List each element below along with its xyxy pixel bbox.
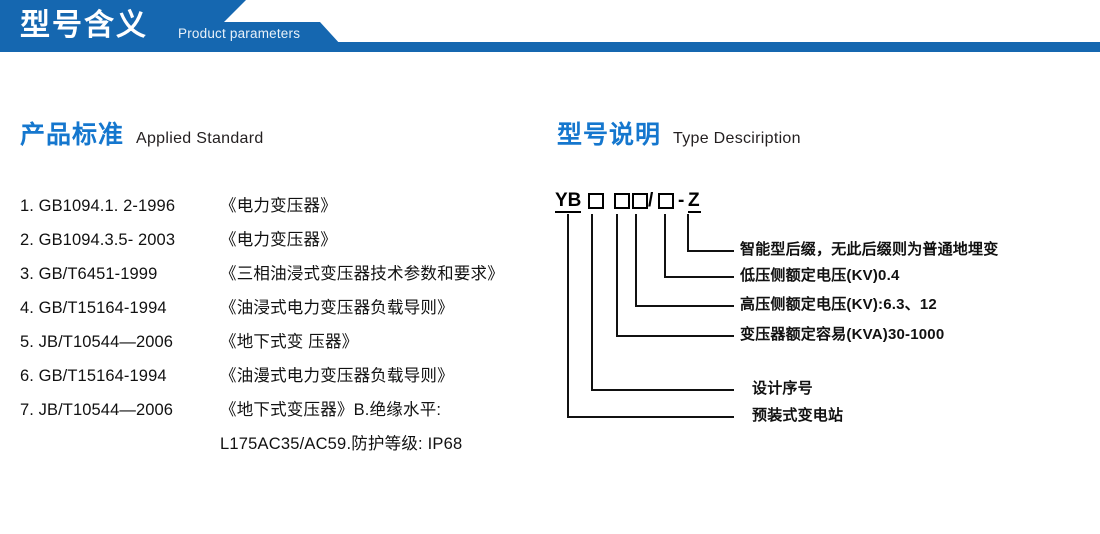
model-code-placeholder-box [614, 193, 630, 209]
header-title-en: Product parameters [178, 26, 301, 41]
callout-leader-lines [555, 211, 734, 418]
standard-title: 《油漫式电力变压器负载导则》 [220, 367, 454, 385]
callout-label: 设计序号 [752, 380, 813, 397]
callout-label: 低压侧额定电压(KV)0.4 [740, 267, 900, 284]
standard-code: 3. GB/T6451-1999 [20, 265, 158, 283]
standard-code: 6. GB/T15164-1994 [20, 367, 167, 385]
standard-title: 《地下式变 压器》 [220, 333, 359, 351]
standard-code: 5. JB/T10544—2006 [20, 333, 174, 351]
standard-code: 4. GB/T15164-1994 [20, 299, 167, 317]
standards-heading: 产品标准 Applied Standard [20, 115, 264, 151]
callout-leader [687, 214, 734, 252]
callout-leader [567, 214, 734, 418]
callout-leader [664, 214, 734, 278]
type-description-heading: 型号说明 Type Desciription [557, 115, 801, 151]
standard-title: L175AC35/AC59.防护等级: IP68 [220, 435, 463, 453]
standard-title: 《地下式变压器》B.绝缘水平: [220, 401, 442, 419]
model-code-token: - [678, 190, 685, 211]
model-code-placeholder-box [632, 193, 648, 209]
standard-item: 2. GB1094.3.5- 2003 《电力变压器》 [20, 226, 550, 260]
callout-label: 预装式变电站 [752, 407, 844, 424]
standard-title: 《电力变压器》 [220, 197, 337, 215]
page-header-banner: 型号含义 Product parameters [0, 0, 1100, 58]
model-code-placeholder-box [658, 193, 674, 209]
model-code-placeholder-box [588, 193, 604, 209]
type-designation-diagram: YB / -Z 智能型后缀，无此后缀则为普通地埋变低压侧额定电压(KV)0.4 高压侧… [552, 190, 1100, 440]
callout-label: 高压侧额定电压(KV):6.3、12 [740, 296, 937, 313]
standard-item: 1. GB1094.1. 2-1996 《电力变压器》 [20, 192, 550, 226]
standard-item: 5. JB/T10544—2006 《地下式变 压器》 [20, 328, 550, 362]
standard-title: 《油浸式电力变压器负载导则》 [220, 299, 454, 317]
standard-title: 《电力变压器》 [220, 231, 337, 249]
standard-item: 7. JB/T10544—2006 《地下式变压器》B.绝缘水平: [20, 396, 550, 430]
standard-title: 《三相油浸式变压器技术参数和要求》 [220, 265, 504, 283]
standard-item: 3. GB/T6451-1999 《三相油浸式变压器技术参数和要求》 [20, 260, 550, 294]
standard-item: L175AC35/AC59.防护等级: IP68 [20, 430, 550, 464]
callout-leader [635, 214, 734, 307]
callout-leader [616, 214, 734, 337]
standards-list: 1. GB1094.1. 2-1996《电力变压器》2. GB1094.3.5-… [20, 192, 550, 464]
model-code-token: YB [555, 190, 582, 211]
header-banner-shape [0, 0, 1100, 52]
standard-item: 6. GB/T15164-1994 《油漫式电力变压器负载导则》 [20, 362, 550, 396]
standard-code: 7. JB/T10544—2006 [20, 401, 174, 419]
type-description-heading-cn: 型号说明 [557, 121, 662, 149]
callout-label: 变压器额定容易(KVA)30-1000 [740, 326, 945, 343]
callout-leader [591, 214, 734, 391]
standard-code: 2. GB1094.3.5- 2003 [20, 231, 176, 249]
standard-item: 4. GB/T15164-1994 《油浸式电力变压器负载导则》 [20, 294, 550, 328]
type-description-heading-en: Type Desciription [673, 130, 801, 147]
model-code-token: Z [688, 190, 700, 211]
callout-label: 智能型后缀，无此后缀则为普通地埋变 [740, 241, 999, 258]
standards-heading-en: Applied Standard [136, 130, 264, 147]
model-code-token: / [648, 190, 654, 211]
header-title-cn: 型号含义 [20, 9, 148, 42]
standards-heading-cn: 产品标准 [20, 121, 125, 149]
standard-code: 1. GB1094.1. 2-1996 [20, 197, 176, 215]
